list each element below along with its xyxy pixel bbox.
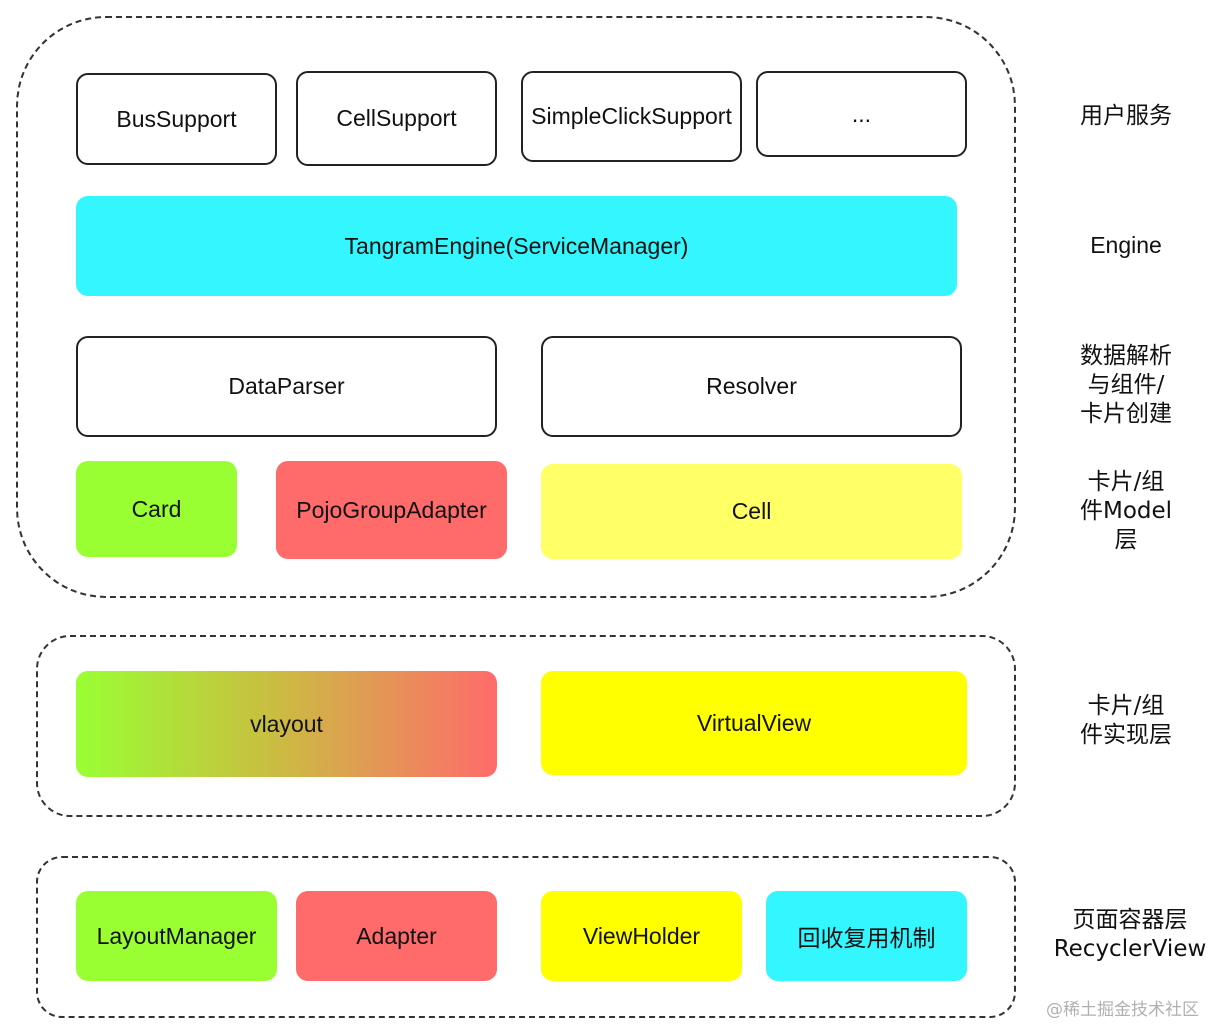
view-holder-box: ViewHolder	[541, 891, 742, 981]
layer-label-implementation: 卡片/组 件实现层	[1080, 693, 1172, 748]
layer-label-parsing: 数据解析 与组件/ 卡片创建	[1080, 343, 1172, 427]
adapter-box: Adapter	[296, 891, 497, 981]
pojo-group-adapter-box: PojoGroupAdapter	[276, 461, 507, 559]
simple-click-support-box: SimpleClickSupport	[521, 71, 742, 162]
layer-label-model: 卡片/组 件Model 层	[1079, 469, 1173, 553]
watermark: @稀土掘金技术社区	[1046, 1000, 1199, 1020]
recycle-mechanism-box: 回收复用机制	[766, 891, 967, 981]
layer-label-container: 页面容器层 RecyclerView	[1053, 907, 1207, 962]
implementation-layer-group	[36, 635, 1016, 817]
layer-label-user-service: 用户服务	[1080, 103, 1172, 129]
tangram-engine-box: TangramEngine(ServiceManager)	[76, 196, 957, 296]
layer-label-engine: Engine	[1090, 232, 1162, 258]
more-support-box: ...	[756, 71, 967, 157]
bus-support-box: BusSupport	[76, 73, 277, 165]
cell-support-box: CellSupport	[296, 71, 497, 166]
data-parser-box: DataParser	[76, 336, 497, 437]
virtual-view-box: VirtualView	[541, 671, 967, 775]
cell-box: Cell	[541, 464, 962, 559]
resolver-box: Resolver	[541, 336, 962, 437]
tangram-layer-group	[16, 16, 1016, 598]
container-layer-group	[36, 856, 1016, 1018]
layout-manager-box: LayoutManager	[76, 891, 277, 981]
card-box: Card	[76, 461, 237, 557]
vlayout-box: vlayout	[76, 671, 497, 777]
